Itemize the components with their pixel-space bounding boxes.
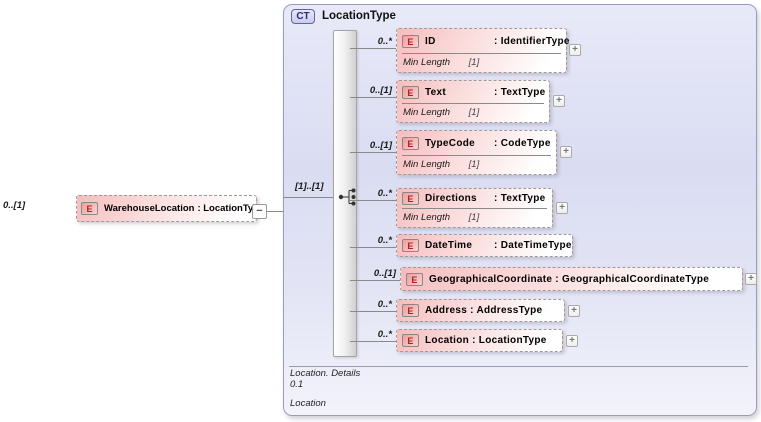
element-type: : TextType [494,193,546,204]
element-icon: E [402,85,419,99]
element-icon: E [81,202,98,215]
expand-button[interactable]: + [553,95,565,107]
element-name: Directions [425,193,477,204]
element-node-id[interactable]: E ID : IdentifierType Min Length [1] [396,28,569,73]
cardinality-label: 0..* [377,329,392,340]
connector-line [350,97,402,98]
connector-line [350,280,406,281]
element-title: E Location : LocationType [397,330,562,351]
annotation-line-2: 0.1 [290,379,304,390]
expand-button[interactable]: + [745,273,757,285]
cardinality-label: 0..* [377,36,392,47]
connector-line [266,211,283,212]
element-type: : CodeType [494,137,551,149]
complextype-badge-icon: CT [291,9,315,24]
complextype-title: LocationType [322,10,396,22]
element-node-directions[interactable]: E Directions : TextType Min Length [1] [396,188,553,228]
element-icon: E [406,272,423,286]
element-icon: E [402,239,419,252]
cardinality-label: 0..* [377,299,392,310]
expand-button[interactable]: + [569,44,581,56]
cardinality-label: 0..* [377,188,392,199]
cardinality-label: 0..[1] [373,268,396,279]
element-icon: E [402,192,419,205]
facet-minlength: Min Length [1] [402,53,561,72]
element-title: E Text : TextType [397,81,549,103]
element-name: TypeCode [425,137,475,149]
element-node-datetime[interactable]: E DateTime : DateTimeType [396,234,573,257]
element-node-location[interactable]: E Location : LocationType [396,329,563,352]
element-title: E WarehouseLocation : LocationType [77,202,268,215]
element-name: Text [425,86,447,98]
element-node-geographicalcoordinate[interactable]: E GeographicalCoordinate : GeographicalC… [400,267,743,291]
connector-line [350,152,402,153]
expand-button[interactable]: + [566,335,578,347]
element-name: Location [425,335,470,346]
connector-line [350,200,402,201]
sequence-bar [333,30,357,357]
element-title: E Address : AddressType [397,300,564,321]
element-title: E TypeCode : CodeType [397,131,556,155]
element-title: E GeographicalCoordinate : GeographicalC… [401,268,742,290]
connector-line [350,48,402,49]
element-name: GeographicalCoordinate [429,273,553,285]
element-type: : IdentifierType [494,35,570,47]
element-type: : DateTimeType [494,240,572,251]
element-icon: E [402,304,419,317]
sequence-compositor-icon[interactable] [336,187,360,207]
element-type: : LocationType [197,203,265,214]
element-icon: E [402,34,419,48]
annotation-line-3: Location [290,398,326,409]
facet-minlength: Min Length [1] [402,208,547,227]
element-icon: E [402,334,419,347]
element-icon: E [402,136,419,150]
element-title: E Directions : TextType [397,189,552,208]
element-name: DateTime [425,240,473,251]
element-type: : GeographicalCoordinateType [555,273,710,285]
element-name: Address [425,305,468,316]
collapse-button[interactable]: − [252,204,267,219]
element-node-typecode[interactable]: E TypeCode : CodeType Min Length [1] [396,130,557,175]
expand-button[interactable]: + [560,146,572,158]
cardinality-label: 0..* [377,235,392,246]
connector-line [350,311,402,312]
annotation-separator [289,366,748,367]
expand-button[interactable]: + [568,305,580,317]
root-cardinality-label: 0..[1] [3,200,26,211]
element-title: E ID : IdentifierType [397,29,569,53]
element-node-address[interactable]: E Address : AddressType [396,299,565,322]
element-name: ID [425,35,436,47]
cardinality-label: 0..[1] [369,85,392,96]
element-title: E DateTime : DateTimeType [397,235,572,256]
element-type: : AddressType [470,305,543,316]
element-node-text[interactable]: E Text : TextType Min Length [1] [396,80,550,123]
expand-button[interactable]: + [556,202,568,214]
cardinality-label: 0..[1] [369,140,392,151]
element-type: : LocationType [472,335,547,346]
facet-minlength: Min Length [1] [402,103,544,122]
connector-line [350,341,402,342]
connector-line [350,247,402,248]
element-name: WarehouseLocation [104,203,195,214]
facet-minlength: Min Length [1] [402,155,551,174]
element-type: : TextType [494,86,546,98]
annotation-line-1: Location. Details [290,368,361,379]
element-node-warehouselocation[interactable]: E WarehouseLocation : LocationType [76,195,264,222]
compositor-cardinality-label: [1]..[1] [295,181,324,192]
connector-line [283,197,338,198]
